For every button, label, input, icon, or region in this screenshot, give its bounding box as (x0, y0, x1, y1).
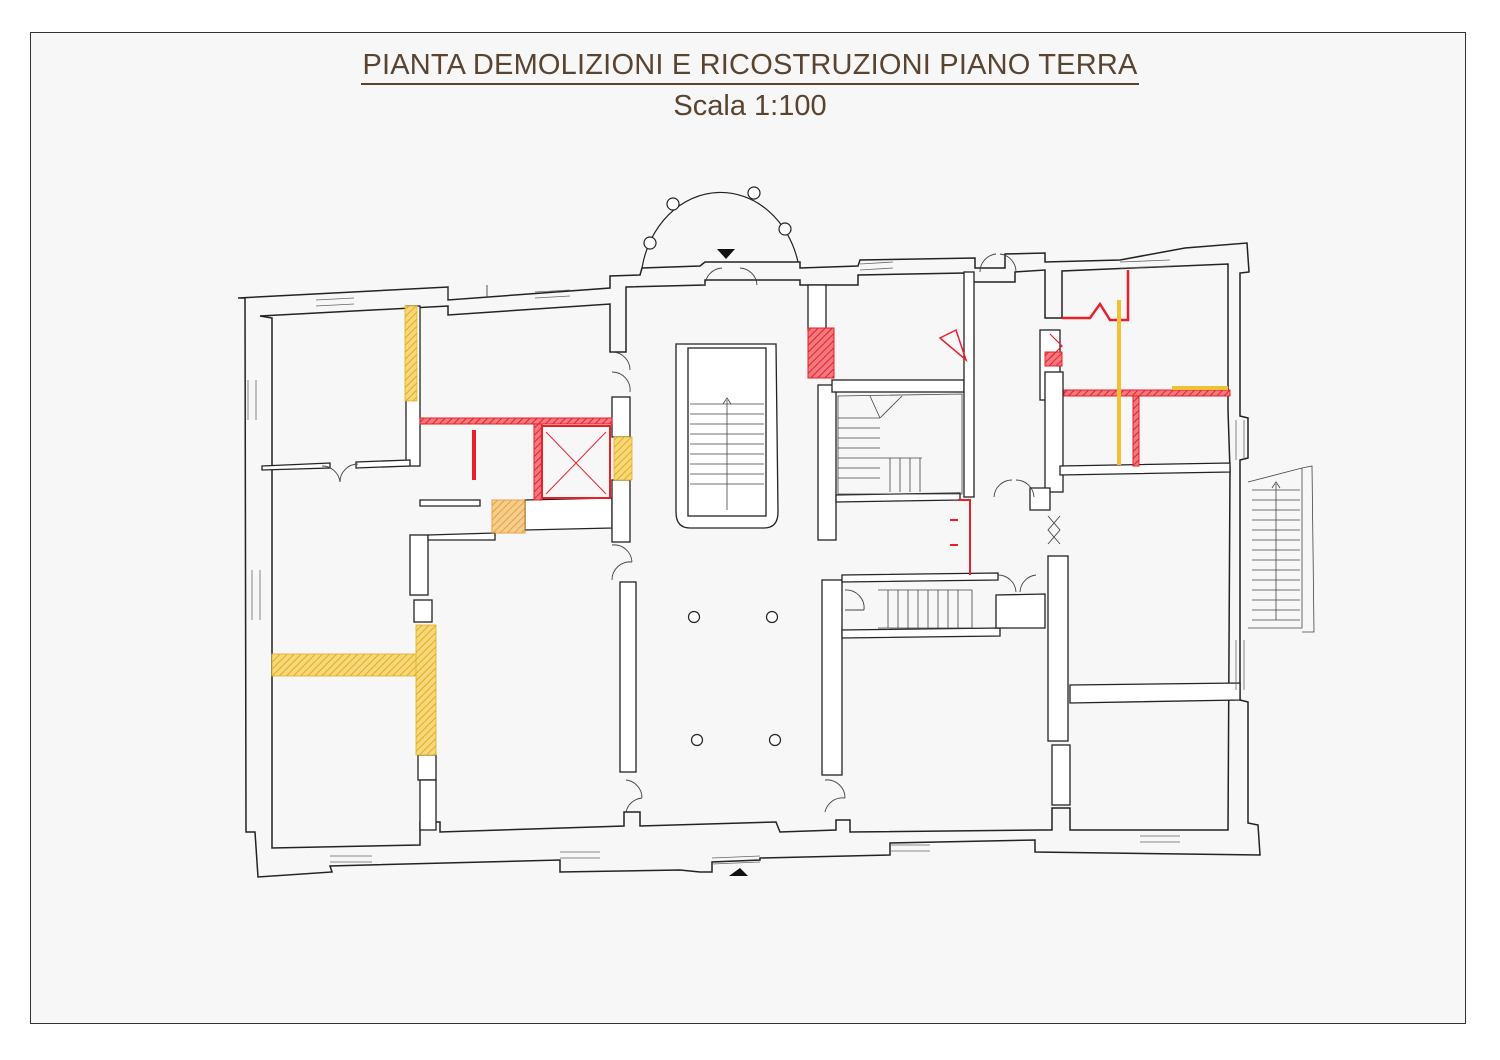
column (643, 236, 657, 250)
staircase-right-lower (878, 589, 973, 629)
section-marker-top (717, 249, 735, 259)
door-swings (321, 253, 1061, 813)
column (765, 610, 779, 624)
reconstruction-elements (271, 300, 1228, 756)
entrance-rotunda (641, 186, 799, 269)
staircase-central (690, 397, 764, 510)
drawing-title: PIANTA DEMOLIZIONI E RICOSTRUZIONI PIANO… (361, 48, 1139, 85)
column (666, 197, 680, 211)
staircase-right-upper (837, 393, 963, 495)
column (768, 733, 782, 747)
column (747, 186, 761, 200)
window-openings (247, 259, 1245, 865)
column (687, 610, 701, 624)
staircase-external (1247, 465, 1315, 633)
hall-columns (687, 610, 782, 747)
section-marker-bottom (729, 868, 748, 876)
exterior-walls (237, 242, 1261, 878)
column (690, 733, 704, 747)
column (778, 222, 792, 236)
title-block: PIANTA DEMOLIZIONI E RICOSTRUZIONI PIANO… (0, 48, 1500, 124)
drawing-scale: Scala 1:100 (673, 90, 827, 122)
